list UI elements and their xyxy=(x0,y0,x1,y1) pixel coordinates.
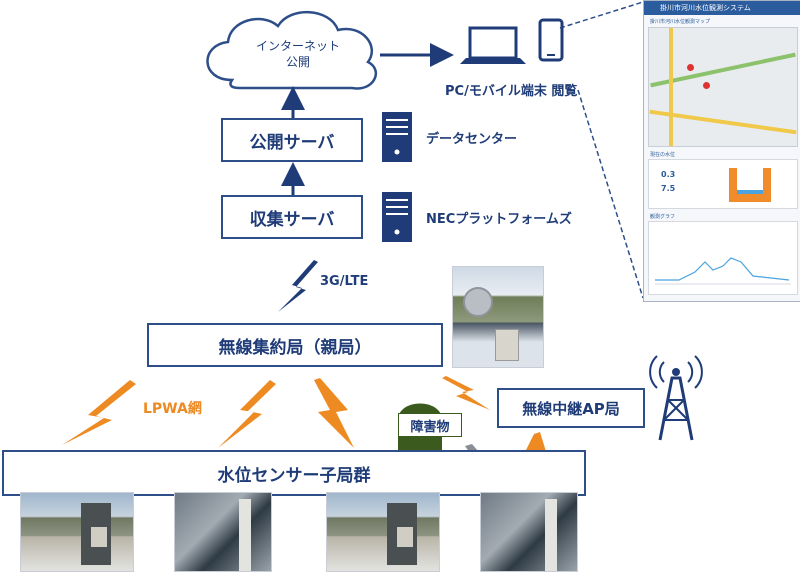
status-title: 現在の水位 xyxy=(650,152,676,158)
graph-panel xyxy=(648,221,798,295)
lpwa-link-label: LPWA網 xyxy=(143,401,202,417)
graph-title: 観測グラフ xyxy=(650,214,676,220)
enclosure-box xyxy=(495,329,519,361)
internet-cloud-label: インターネット 公開 xyxy=(248,38,348,70)
sensor-photo xyxy=(174,492,272,572)
sensor-photo xyxy=(480,492,578,572)
aggregator-box: 無線集約局（親局） xyxy=(147,323,443,367)
status-panel: 0.3 7.5 xyxy=(648,159,798,209)
internet-cloud xyxy=(206,11,378,90)
public-server-site-label: データセンター xyxy=(426,132,518,147)
aggregator-station-photo xyxy=(452,266,544,368)
mobile-screen-preview: 掛川市河川水位観測システム 掛川市河川水位観測マップ 現在の水位 0.3 7.5… xyxy=(643,0,800,302)
zoom-line-bottom xyxy=(577,89,644,299)
dish-antenna-icon xyxy=(463,287,493,317)
sensor-photo xyxy=(20,492,134,572)
lpwa-bolt-icon xyxy=(62,380,136,445)
screen-title: 掛川市河川水位観測システム xyxy=(644,1,800,15)
cellular-link-label: 3G/LTE xyxy=(320,274,369,289)
smartphone-icon xyxy=(538,18,564,62)
antenna-tower-icon xyxy=(649,355,703,441)
cloud-line2: 公開 xyxy=(285,55,310,69)
cloud-line1: インターネット xyxy=(255,39,340,53)
devices-label: PC/モバイル端末 閲覧 xyxy=(445,84,578,99)
water-level-graph xyxy=(655,257,791,285)
map-area xyxy=(648,27,798,147)
public-server-box: 公開サーバ xyxy=(221,118,363,162)
server-icon xyxy=(382,192,412,242)
level-value-2: 7.5 xyxy=(661,184,676,193)
sensor-group-box: 水位センサー子局群 xyxy=(2,450,586,496)
collect-server-site-label: NECプラットフォームズ xyxy=(426,212,572,227)
level-value-1: 0.3 xyxy=(661,170,676,179)
channel-graphic xyxy=(729,168,771,202)
lpwa-bolt-icon xyxy=(218,380,276,448)
lpwa-bolt-icon xyxy=(442,376,490,410)
zoom-line-top xyxy=(559,1,644,29)
map-marker-icon xyxy=(687,64,694,71)
obstacle-label: 障害物 xyxy=(398,413,462,437)
relay-box: 無線中継AP局 xyxy=(497,388,645,428)
server-icon xyxy=(382,112,412,162)
map-title: 掛川市河川水位観測マップ xyxy=(650,19,711,25)
sensor-photo xyxy=(326,492,440,572)
map-marker-icon xyxy=(703,82,710,89)
lpwa-bolt-icon xyxy=(314,378,354,448)
laptop-icon xyxy=(460,26,526,64)
collect-server-box: 収集サーバ xyxy=(221,195,363,239)
cellular-bolt-icon xyxy=(278,260,318,312)
